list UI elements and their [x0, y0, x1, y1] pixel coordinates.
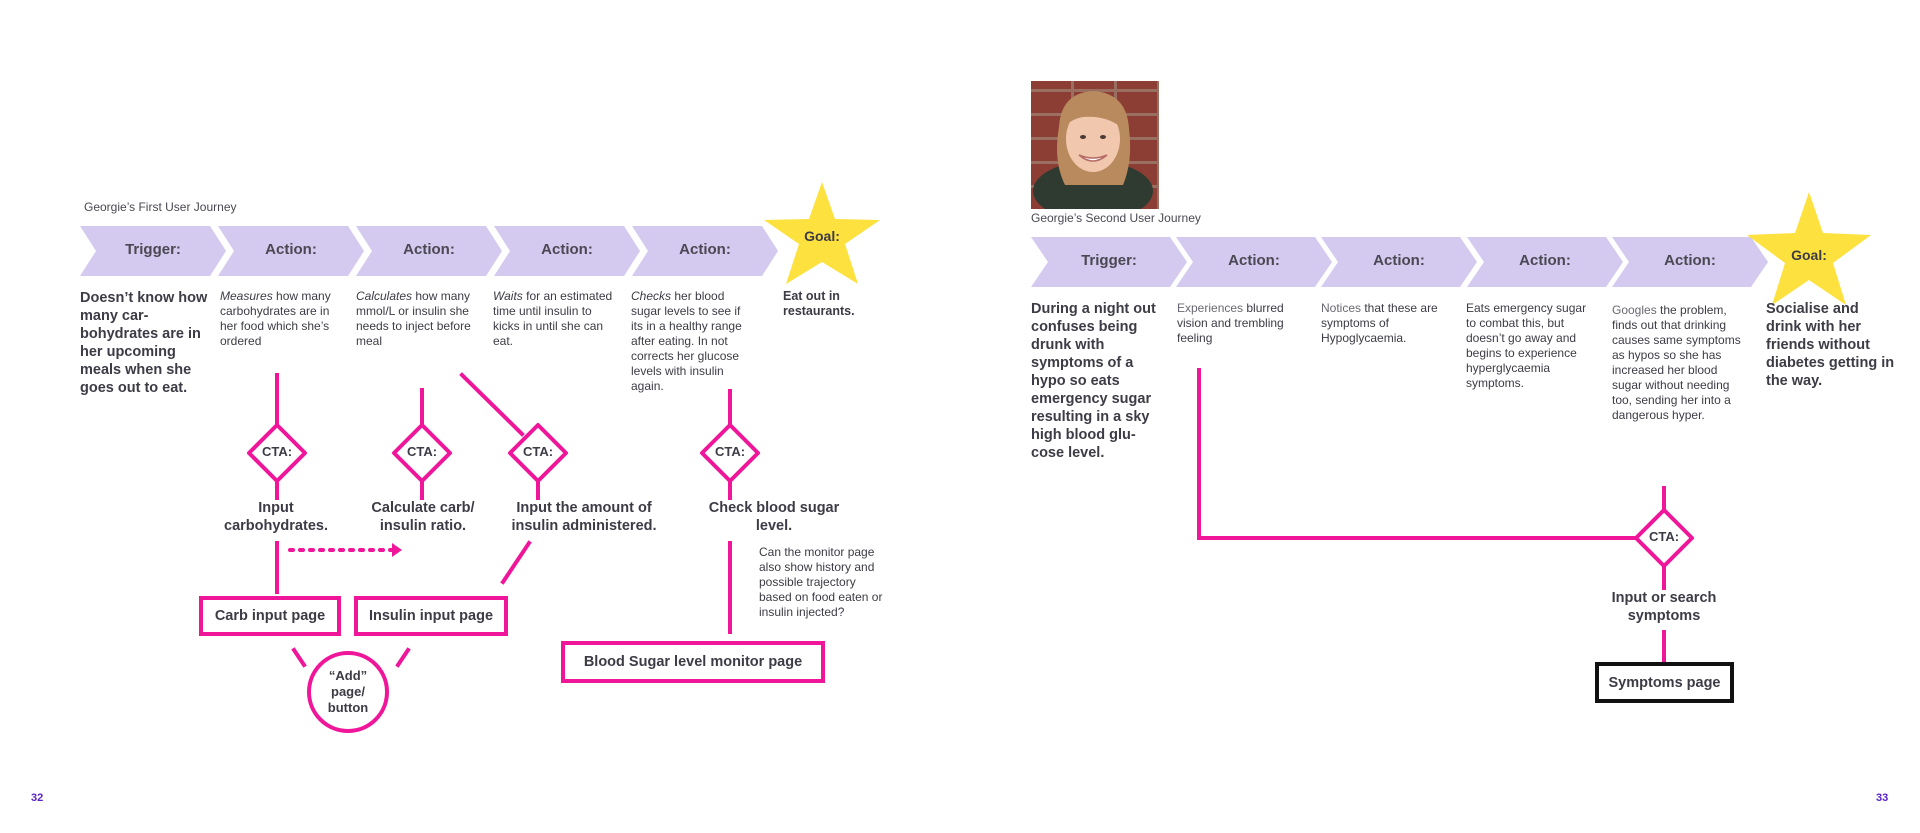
journey2-action-text-4: Googles the problem, finds out that drin…: [1612, 303, 1741, 422]
page-number-left: 32: [31, 792, 44, 804]
journey2-trigger-label: Trigger:: [1081, 252, 1137, 269]
journey1-action-text-4: Checks her blood sugar levels to see if …: [631, 289, 742, 393]
journey2-action-text-2: Notices that these are symptoms of Hypog…: [1321, 301, 1438, 345]
journey2-goal-text: Socialise and drink with her friends wit…: [1766, 301, 1895, 389]
journey1-action-label-2: Action:: [403, 241, 455, 258]
journey1-chevron-trigger: [80, 226, 226, 276]
journey2-title: Georgie’s Second User Journey: [1031, 211, 1201, 225]
journey1-trigger-text: Doesn’t know how many car-bohydrates are…: [80, 290, 208, 396]
journey1-chevron-action-3: [494, 226, 640, 276]
persona-photo-georgie: [1031, 81, 1159, 209]
journey1-chevron-action-4: [632, 226, 778, 276]
journey1-cta-diamond-2: [392, 423, 452, 483]
journey1-action-text-2: Calculates how many mmol/L or insulin sh…: [356, 289, 471, 348]
journey1-title: Georgie’s First User Journey: [84, 200, 237, 214]
journey2-action-text-3: Eats emergency sugar to combat this, but…: [1466, 301, 1587, 390]
journey2-connectors: [1197, 368, 1666, 662]
journey1-goal-label: Goal:: [804, 228, 840, 244]
symptoms-page-box[interactable]: Symptoms page: [1595, 662, 1734, 703]
journey1-action-label-3: Action:: [541, 241, 593, 258]
journey2-action-text-1: Experiences blurred vision and trembling…: [1177, 301, 1284, 345]
journey2-cta-label: CTA:: [1648, 529, 1680, 544]
journey1-cta-label-4: CTA:: [714, 444, 746, 459]
journey2-chevron-trigger: [1031, 237, 1187, 287]
journey2-chevron-action-4: [1612, 237, 1768, 287]
journey1-chevron-action-2: [356, 226, 502, 276]
journey1-cta-text-2: Calculate carb/ insulin ratio.: [371, 500, 475, 534]
insulin-input-page-box[interactable]: Insulin input page: [354, 596, 508, 636]
journey1-chevron-action-1: [218, 226, 364, 276]
journey1-dotted-arrow: [288, 543, 402, 557]
journey2-action-label-3: Action:: [1519, 252, 1571, 269]
journey2-action-label-2: Action:: [1373, 252, 1425, 269]
journey1-cta-label-3: CTA:: [522, 444, 554, 459]
journey1-goal-text: Eat out in restaurants.: [783, 289, 855, 318]
carb-input-page-box[interactable]: Carb input page: [199, 596, 341, 636]
journey1-action-label-4: Action:: [679, 241, 731, 258]
journey1-cta-text-4: Check blood sugar level.: [708, 500, 840, 534]
journey2-trigger-text: During a night out confuses being drunk …: [1031, 301, 1156, 461]
journey2-goal-star-icon: [1747, 192, 1871, 305]
journey1-cta-text-1: Input carbohydrates.: [224, 500, 328, 534]
journey1-cta-text-3: Input the amount of insulin administered…: [511, 500, 657, 534]
journey1-cta-label-2: CTA:: [406, 444, 438, 459]
journey2-cta-diamond: [1634, 508, 1694, 568]
journey1-cta-diamond-1: [247, 423, 307, 483]
journey1-cta-diamonds: [247, 423, 760, 483]
journey2-chevron-action-1: [1176, 237, 1332, 287]
journey1-trigger-label: Trigger:: [125, 241, 181, 258]
journey2-chevron-action-2: [1321, 237, 1477, 287]
journey1-chevrons: [80, 226, 778, 276]
add-page-button-circle[interactable]: “Add” page/ button: [307, 651, 389, 733]
journey2-action-label-4: Action:: [1664, 252, 1716, 269]
journey1-goal-star-icon: [764, 182, 880, 284]
journey2-goal-label: Goal:: [1791, 247, 1827, 263]
persona-portrait-icon: [1033, 91, 1153, 209]
journey1-monitor-note: Can the monitor page also show history a…: [759, 545, 883, 619]
journey1-action-text-1: Measures how many carbohydrates are in h…: [220, 289, 331, 348]
journey1-cta-diamond-4: [700, 423, 760, 483]
journey2-chevrons: [1031, 237, 1768, 287]
journey2-chevron-action-3: [1467, 237, 1623, 287]
journey1-cta-diamond-3: [508, 423, 568, 483]
journey2-action-label-1: Action:: [1228, 252, 1280, 269]
page-number-right: 33: [1876, 792, 1889, 804]
journey1-connectors: [275, 372, 732, 668]
journey1-action-text-3: Waits for an estimated time until insuli…: [493, 289, 613, 348]
journey1-action-label-1: Action:: [265, 241, 317, 258]
journey1-cta-label-1: CTA:: [261, 444, 293, 459]
blood-sugar-monitor-page-box[interactable]: Blood Sugar level monitor page: [561, 641, 825, 683]
journey2-cta-text: Input or search symptoms: [1611, 590, 1717, 624]
